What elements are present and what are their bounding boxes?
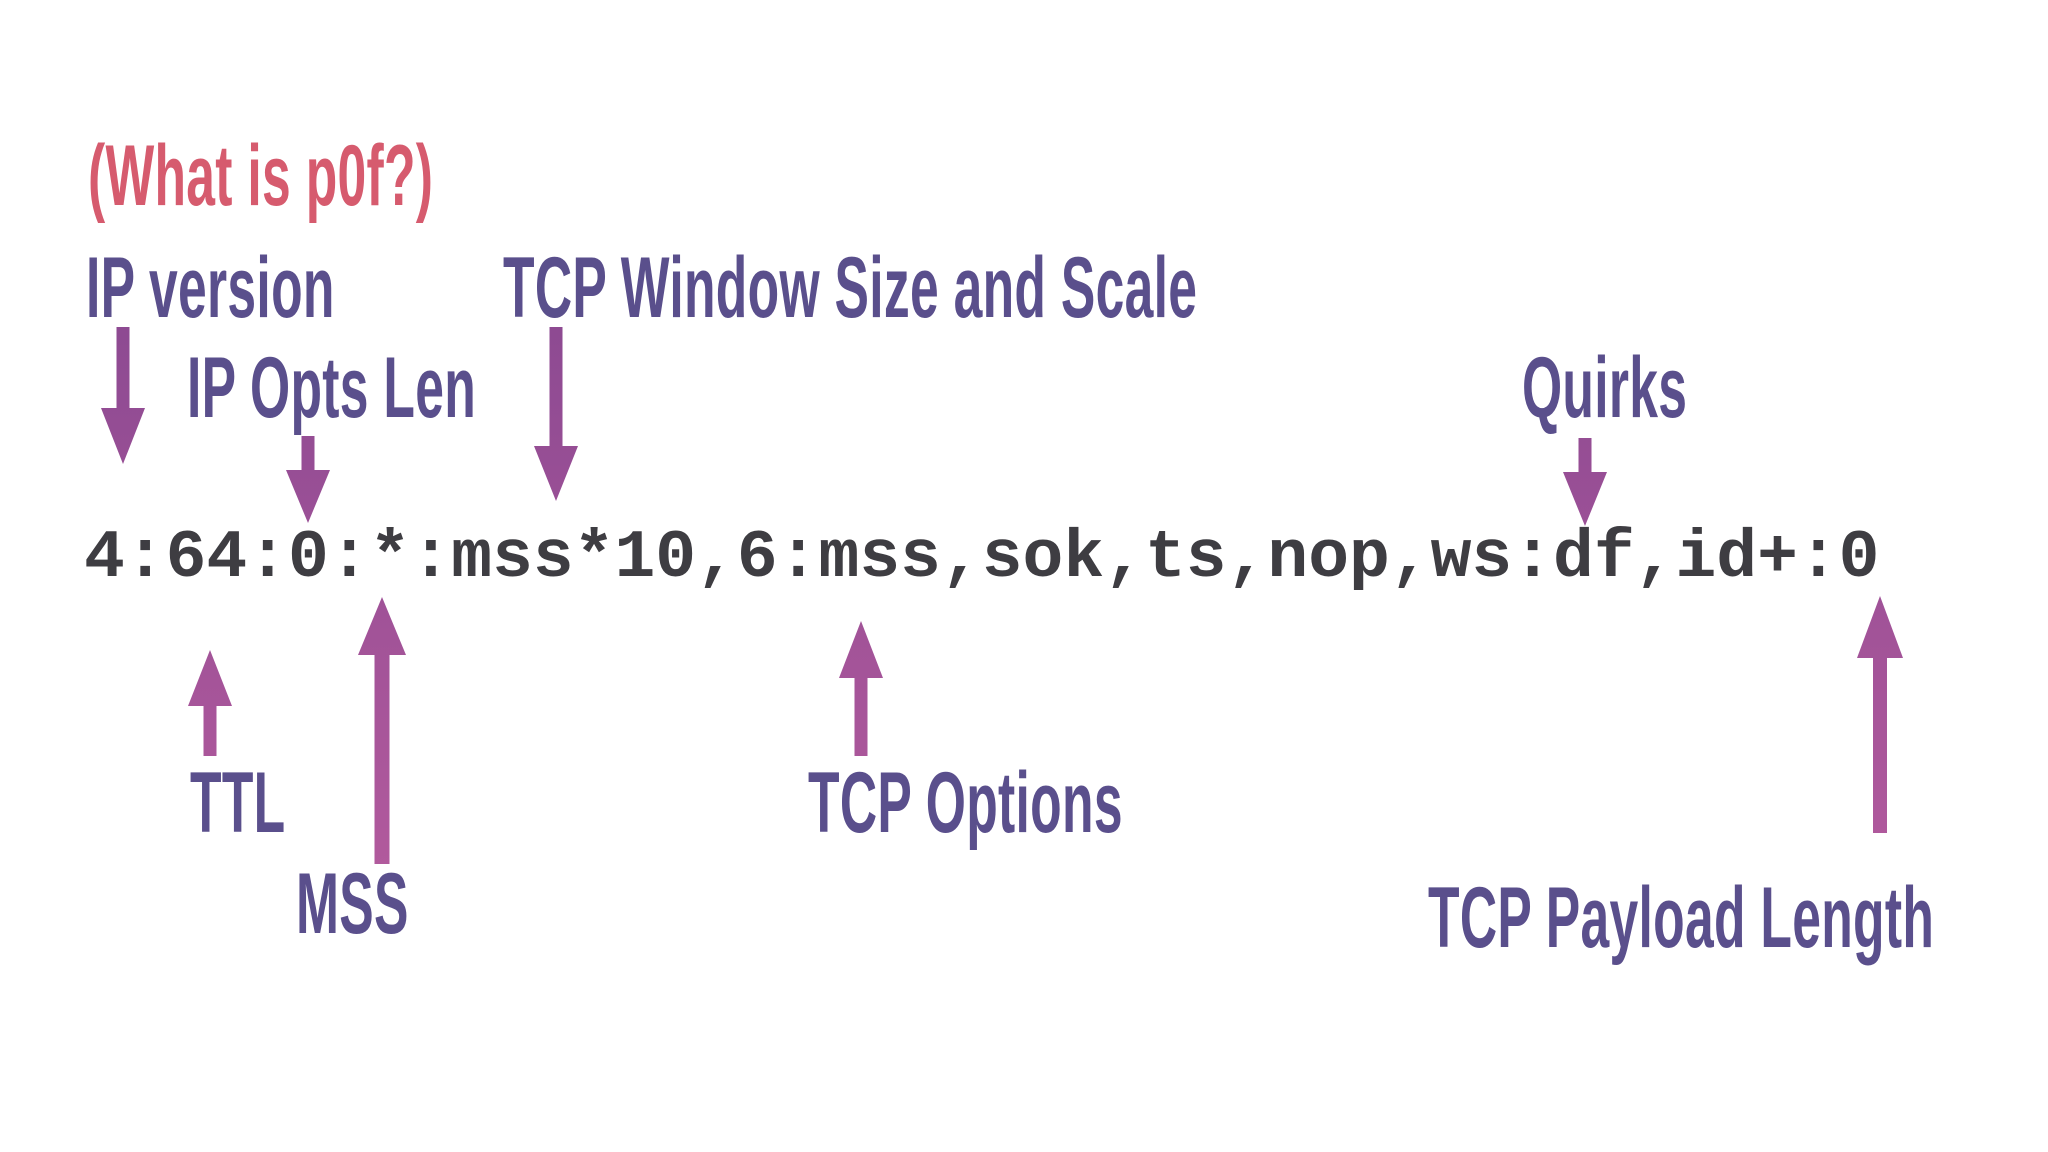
tcp-window-arrow [534, 327, 578, 501]
what-is-p0f-title: (What is p0f?) [88, 128, 434, 224]
tcp-options-arrow [839, 621, 883, 756]
label-ip-opts-len: IP Opts Len [187, 340, 477, 436]
label-tcp-window-size-scale: TCP Window Size and Scale [503, 240, 1198, 336]
quirks-arrow [1563, 438, 1607, 526]
ttl-arrow [188, 650, 232, 756]
ip-opts-len-arrow [286, 436, 330, 523]
label-ip-version: IP version [86, 240, 335, 336]
tcp-payload-arrow [1857, 596, 1903, 833]
ip-version-arrow [101, 327, 145, 464]
label-tcp-payload-length: TCP Payload Length [1428, 870, 1935, 966]
label-ttl: TTL [190, 755, 286, 851]
label-mss: MSS [296, 856, 409, 952]
label-quirks: Quirks [1522, 340, 1688, 436]
label-tcp-options: TCP Options [808, 755, 1123, 851]
mss-arrow [358, 597, 406, 864]
p0f-signature-string: 4:64:0:*:mss*10,6:mss,sok,ts,nop,ws:df,i… [84, 520, 1880, 597]
